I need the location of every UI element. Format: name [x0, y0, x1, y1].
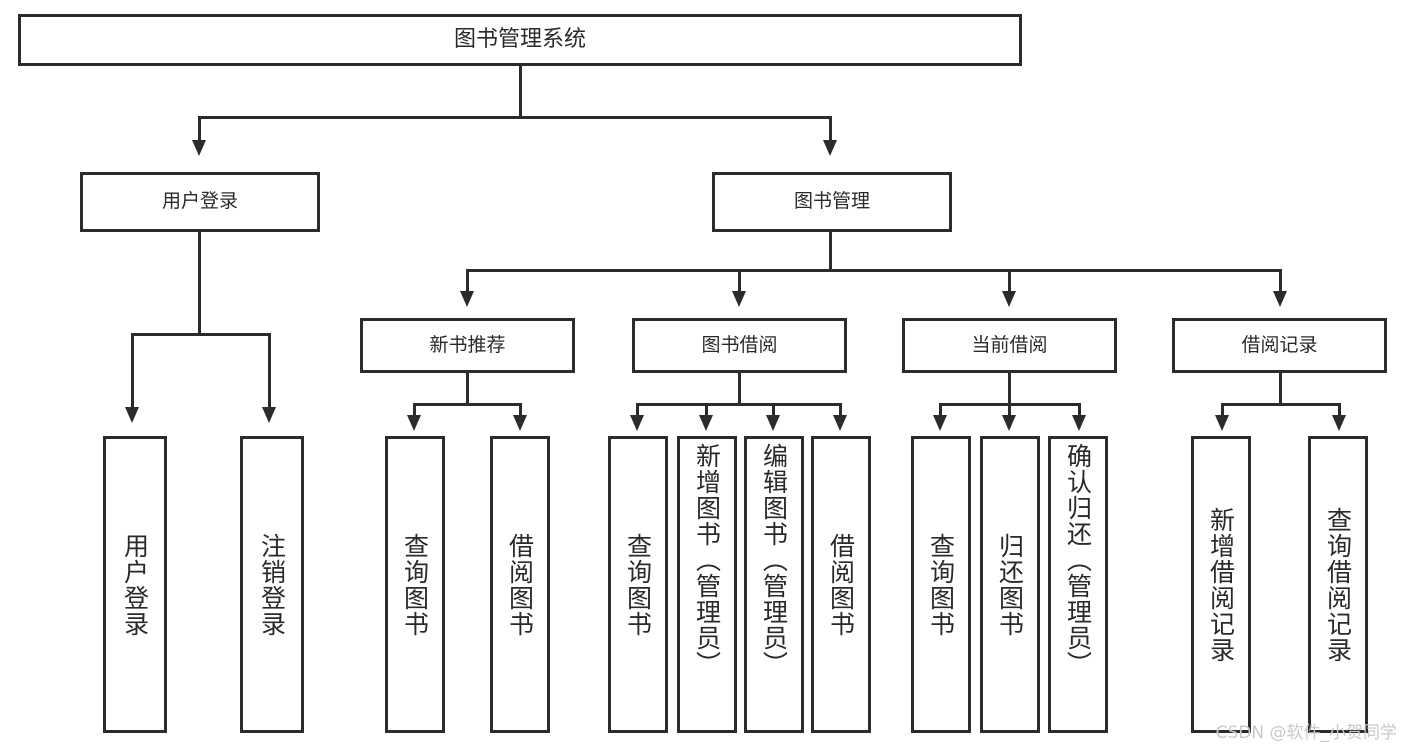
node-label: 查询借阅记录 [1323, 506, 1353, 663]
connector-cb-drop-2 [1008, 403, 1011, 417]
connector-cb-stem [1008, 373, 1011, 406]
node-new-book-recommend[interactable]: 新书推荐 [360, 318, 575, 373]
connector-bb-stem [738, 373, 741, 406]
node-label: 查询图书 [623, 532, 653, 637]
node-label: 图书管理 [793, 190, 870, 213]
arrowhead-leaf-cb-3 [1072, 415, 1086, 431]
arrowhead-to-borrow-record [1273, 291, 1287, 307]
arrowhead-leaf-user-login [125, 407, 139, 423]
connector-root-stem [519, 66, 522, 118]
node-label: 图书管理系统 [453, 26, 586, 52]
node-label: 查询图书 [926, 532, 956, 637]
connector-br-stem [1279, 373, 1282, 406]
connector-book-management-bus [466, 269, 1282, 272]
connector-bb-drop-1 [636, 403, 639, 417]
node-label: 确认归还（管理员） [1063, 443, 1093, 677]
node-label: 当前借阅 [971, 333, 1048, 356]
node-label: 新增图书（管理员） [692, 443, 722, 677]
connector-bm-drop-3 [1008, 269, 1011, 293]
connector-br-bus [1221, 403, 1341, 406]
node-book-borrow[interactable]: 图书借阅 [632, 318, 847, 373]
node-label: 归还图书 [995, 532, 1025, 637]
node-label: 新书推荐 [429, 333, 506, 356]
leaf-edit-book-admin[interactable]: 编辑图书（管理员） [744, 436, 804, 733]
leaf-query-book-cb[interactable]: 查询图书 [911, 436, 971, 733]
connector-cb-drop-3 [1078, 403, 1081, 417]
connector-br-drop-1 [1221, 403, 1224, 417]
node-label: 查询图书 [400, 532, 430, 637]
csdn-watermark: CSDN @软件_小贺同学 [1215, 723, 1397, 743]
connector-root-bus [198, 116, 832, 119]
connector-bm-drop-4 [1279, 269, 1282, 293]
leaf-logout[interactable]: 注销登录 [240, 436, 304, 733]
node-user-login[interactable]: 用户登录 [80, 172, 320, 232]
arrowhead-to-book-management [823, 140, 837, 156]
leaf-confirm-return-admin[interactable]: 确认归还（管理员） [1048, 436, 1108, 733]
arrowhead-leaf-nbr-1 [407, 415, 421, 431]
arrowhead-leaf-br-1 [1215, 415, 1229, 431]
node-borrow-record[interactable]: 借阅记录 [1172, 318, 1387, 373]
connector-nbr-drop-2 [519, 403, 522, 417]
arrowhead-leaf-cb-1 [933, 415, 947, 431]
connector-user-login-stem [198, 232, 201, 336]
node-label: 借阅图书 [826, 532, 856, 637]
arrowhead-leaf-br-2 [1332, 415, 1346, 431]
arrowhead-to-current-borrow [1002, 291, 1016, 307]
node-label: 用户登录 [120, 532, 150, 637]
leaf-add-borrow-record[interactable]: 新增借阅记录 [1191, 436, 1251, 733]
leaf-borrow-book-bb[interactable]: 借阅图书 [811, 436, 871, 733]
connector-user-login-drop-2 [268, 333, 271, 409]
connector-nbr-drop-1 [413, 403, 416, 417]
arrowhead-to-book-borrow [732, 291, 746, 307]
node-label: 用户登录 [161, 190, 238, 213]
arrowhead-leaf-bb-3 [766, 415, 780, 431]
arrowhead-leaf-bb-2 [699, 415, 713, 431]
leaf-borrow-book-nbr[interactable]: 借阅图书 [490, 436, 550, 733]
connector-bm-drop-1 [466, 269, 469, 293]
arrowhead-leaf-bb-1 [630, 415, 644, 431]
node-current-borrow[interactable]: 当前借阅 [902, 318, 1117, 373]
connector-bb-drop-4 [839, 403, 842, 417]
node-root-book-management-system[interactable]: 图书管理系统 [18, 14, 1022, 66]
connector-br-drop-2 [1338, 403, 1341, 417]
connector-bm-drop-2 [738, 269, 741, 293]
leaf-query-borrow-record[interactable]: 查询借阅记录 [1308, 436, 1368, 733]
node-label: 图书借阅 [701, 333, 778, 356]
connector-nbr-bus [413, 403, 522, 406]
connector-user-login-drop-1 [131, 333, 134, 409]
node-label: 注销登录 [257, 532, 287, 637]
leaf-add-book-admin[interactable]: 新增图书（管理员） [677, 436, 737, 733]
connector-bb-drop-2 [705, 403, 708, 417]
connector-root-drop-right [829, 116, 832, 142]
node-label: 编辑图书（管理员） [759, 443, 789, 677]
arrowhead-leaf-logout [262, 407, 276, 423]
leaf-return-book[interactable]: 归还图书 [980, 436, 1040, 733]
arrowhead-leaf-nbr-2 [513, 415, 527, 431]
node-label: 借阅图书 [505, 532, 535, 637]
leaf-user-login[interactable]: 用户登录 [103, 436, 167, 733]
connector-bb-bus [636, 403, 842, 406]
connector-nbr-stem [466, 373, 469, 406]
connector-cb-drop-1 [939, 403, 942, 417]
connector-root-drop-left [198, 116, 201, 142]
connector-user-login-bus [131, 333, 271, 336]
arrowhead-leaf-cb-2 [1002, 415, 1016, 431]
leaf-query-book-nbr[interactable]: 查询图书 [385, 436, 445, 733]
node-book-management[interactable]: 图书管理 [712, 172, 952, 232]
connector-book-management-stem [829, 232, 832, 272]
arrowhead-to-user-login [192, 140, 206, 156]
arrowhead-leaf-bb-4 [833, 415, 847, 431]
node-label: 新增借阅记录 [1206, 506, 1236, 663]
arrowhead-to-new-book-recommend [460, 291, 474, 307]
connector-bb-drop-3 [772, 403, 775, 417]
leaf-query-book-bb[interactable]: 查询图书 [608, 436, 668, 733]
node-label: 借阅记录 [1241, 333, 1318, 356]
